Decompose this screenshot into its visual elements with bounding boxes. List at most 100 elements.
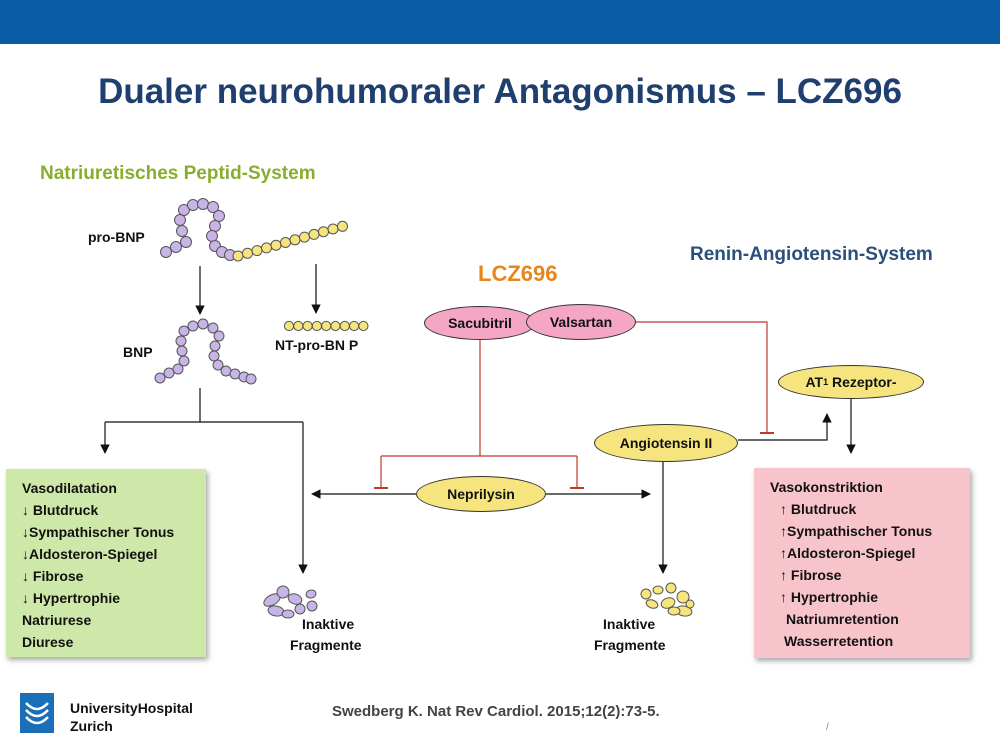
purple-bead [209,220,221,232]
fragments-right-label-2: Fragmente [594,637,666,653]
yellow-bead [232,250,244,262]
effect-line: Diurese [22,634,74,650]
yellow-bead [299,231,310,243]
purple-bead [170,241,182,253]
effect-line: Natriumretention [786,611,899,627]
pro-bnp-peptide-chain [160,198,348,262]
purple-bead [160,246,172,258]
yellow-bead [318,226,329,238]
purple-bead [197,318,209,330]
purple-bead [178,325,190,337]
neprilysin-node: Neprilysin [416,476,546,512]
fragment-piece [305,589,317,599]
vasokonstriktion-effects-box: Vasokonstriktion ↑ Blutdruck ↑Sympathisc… [754,468,970,658]
purple-bead [197,198,209,210]
fragment-piece [281,609,295,619]
purple-bead [176,345,188,357]
vasodilatation-effects-box: Vasodilatation ↓ Blutdruck ↓Sympathische… [6,469,206,657]
purple-bead [187,199,199,211]
page-mark: / [826,722,829,733]
university-hospital-logo-icon [20,693,54,733]
purple-bead [174,214,186,226]
yellow-bead [308,228,320,240]
purple-bead [206,230,218,242]
yellow-bead [330,320,341,332]
yellow-bead [302,320,313,332]
yellow-bead [339,320,350,332]
purple-bead [208,350,220,362]
fragment-piece [640,588,652,600]
at1-subscript: 1 [823,377,829,387]
purple-bead [229,368,241,380]
fragment-piece [294,603,306,615]
purple-bead [207,201,219,213]
purple-bead [213,330,225,342]
drug-heading: LCZ696 [478,261,558,286]
fragment-piece [685,599,695,609]
inactive-fragments-right-shapes [640,582,695,617]
purple-bead [178,204,190,216]
institution-line-2: Zurich [70,718,113,734]
yellow-bead [327,223,339,235]
yellow-bead [311,320,322,332]
slide-title: Dualer neurohumoraler Antagonismus – LCZ… [98,72,902,111]
institution-name: UniversityHospital Zurich [70,699,193,735]
purple-bead [154,372,166,384]
effect-line: ↑ Blutdruck [780,501,857,517]
yellow-bead [242,247,253,259]
fragment-piece [306,600,318,612]
purple-bead [178,355,190,367]
top-banner [0,0,1000,44]
inactive-fragments-left-shapes [263,585,318,619]
purple-bead [209,340,221,352]
pro-bnp-label: pro-BNP [88,229,145,245]
effect-line: Wasserretention [784,633,894,649]
fragment-piece [676,590,690,604]
fragment-piece [276,585,290,599]
effect-line: Natriurese [22,612,92,628]
purple-bead [245,373,257,385]
purple-bead [172,363,184,375]
fragments-left-label-2: Fragmente [290,637,362,653]
angiotensin-ii-node: Angiotensin II [594,424,738,462]
effect-line: ↓Aldosteron-Spiegel [22,546,158,562]
yellow-bead [349,320,360,332]
angiotensin-to-at1-arrow [738,413,832,441]
sacubitril-node: Sacubitril [424,306,536,340]
purple-bead [180,236,192,248]
effect-line: ↓ Blutdruck [22,502,99,518]
fragment-piece [645,599,659,609]
effect-line: Vasokonstriktion [770,479,883,495]
purple-bead [176,225,188,237]
yellow-bead [289,234,301,246]
institution-line-1: UniversityHospital [70,700,193,716]
yellow-bead [270,239,282,251]
yellow-bead [358,320,369,332]
fragment-piece [667,606,681,616]
purple-bead [207,322,219,334]
fragment-piece [665,582,677,594]
nt-pro-bnp-label: NT-pro-BN P [275,337,359,353]
purple-bead [212,359,224,371]
yellow-bead [321,320,332,332]
effect-line: ↑ Hypertrophie [780,589,879,605]
natriuretic-system-heading: Natriuretisches Peptid-System [40,163,316,184]
at1-suffix: Rezeptor- [828,374,897,390]
nt-pro-bnp-peptide-chain [283,320,369,332]
at1-prefix: AT [805,374,824,390]
fragments-left-label-1: Inaktive [302,616,355,632]
effect-line: ↓ Hypertrophie [22,590,121,606]
effect-line: ↑ Fibrose [780,567,842,583]
bnp-label: BNP [123,344,153,360]
yellow-bead [283,320,295,332]
valsartan-node: Valsartan [526,304,636,340]
purple-bead [213,210,225,222]
fragments-right-label-1: Inaktive [603,616,656,632]
yellow-bead [293,320,304,332]
bnp-peptide-chain [154,318,257,385]
citation: Swedberg K. Nat Rev Cardiol. 2015;12(2):… [332,703,660,720]
yellow-bead [337,220,348,232]
